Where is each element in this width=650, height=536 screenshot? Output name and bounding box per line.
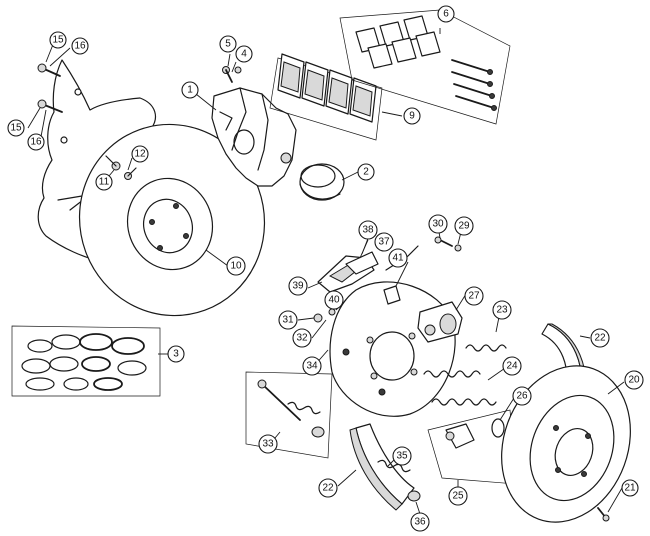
svg-text:26: 26 [516,391,528,402]
callout-12: 12 [131,145,149,163]
hold-down-kit [245,371,333,459]
callout-39: 39 [288,276,308,296]
svg-text:38: 38 [362,225,374,236]
svg-text:29: 29 [458,221,470,232]
brake-caliper [211,66,297,187]
svg-text:36: 36 [414,517,426,528]
callout-15a: 15 [49,31,67,49]
svg-text:16: 16 [30,137,42,148]
svg-text:4: 4 [241,49,247,60]
wheel-cylinder [417,301,463,343]
callout-37: 37 [374,232,394,252]
bleed-screw [434,236,462,252]
callout-24: 24 [502,356,522,376]
svg-text:35: 35 [396,451,408,462]
callout-22b: 22 [318,478,338,498]
shield-bolts [37,63,63,113]
callout-10: 10 [226,256,246,276]
callout-6: 6 [437,5,455,23]
callout-9: 9 [403,107,421,125]
callout-15b: 15 [7,119,25,137]
seal-kit [11,325,161,397]
svg-text:39: 39 [292,281,304,292]
callout-16b: 16 [27,133,45,151]
handbrake-lever [313,245,419,323]
callout-3: 3 [167,345,185,363]
callout-31: 31 [278,310,298,330]
return-springs [423,344,507,406]
caliper-piston [299,163,345,201]
svg-text:9: 9 [409,111,415,122]
svg-text:27: 27 [468,291,480,302]
callout-11: 11 [95,173,113,191]
callout-1: 1 [181,81,199,99]
svg-text:34: 34 [306,361,318,372]
svg-text:40: 40 [328,295,340,306]
brake-shoe-lower [349,423,415,511]
hold-down-spring [377,459,421,502]
callout-34: 34 [302,356,322,376]
callout-4: 4 [235,45,253,63]
callout-22a: 22 [590,328,610,348]
svg-text:22: 22 [594,333,606,344]
callout-40: 40 [324,290,344,310]
svg-text:12: 12 [134,149,146,160]
callout-33: 33 [258,434,278,454]
svg-text:3: 3 [173,349,179,360]
svg-text:37: 37 [378,237,390,248]
callout-20: 20 [624,370,644,390]
brake-disc [78,123,266,317]
callout-35: 35 [392,446,412,466]
svg-text:16: 16 [74,41,86,52]
callout-38: 38 [358,220,378,240]
callout-27: 27 [464,286,484,306]
svg-text:15: 15 [52,35,64,46]
svg-text:2: 2 [363,167,369,178]
callout-5: 5 [219,35,237,53]
callout-16a: 16 [71,37,89,55]
svg-text:10: 10 [230,261,242,272]
callout-balloons: 1 2 3 4 5 6 9 10 11 12 15 16 15 16 20 21… [7,5,644,532]
callout-23: 23 [492,300,512,320]
callout-26: 26 [512,386,532,406]
brake-pads-set [269,53,383,141]
callout-41: 41 [388,248,408,268]
svg-text:11: 11 [99,177,110,188]
callout-21: 21 [621,479,639,497]
svg-text:32: 32 [296,333,308,344]
callout-32: 32 [292,328,312,348]
svg-text:23: 23 [496,305,508,316]
svg-text:1: 1 [187,85,193,96]
callout-36: 36 [410,512,430,532]
callout-30: 30 [428,214,448,234]
callout-29: 29 [454,216,474,236]
svg-text:22: 22 [322,483,334,494]
svg-text:31: 31 [282,315,294,326]
svg-text:30: 30 [432,219,444,230]
svg-text:25: 25 [452,491,464,502]
pad-fitting-kit [339,9,511,125]
svg-text:5: 5 [225,39,231,50]
callout-25: 25 [448,486,468,506]
svg-text:24: 24 [506,361,518,372]
disc-bolts [105,155,137,180]
svg-text:20: 20 [628,375,640,386]
callout-2: 2 [357,163,375,181]
brake-drum [501,365,631,523]
svg-text:41: 41 [392,253,404,264]
svg-text:21: 21 [624,483,636,494]
svg-text:6: 6 [443,9,449,20]
svg-text:33: 33 [262,439,274,450]
svg-text:15: 15 [10,123,22,134]
